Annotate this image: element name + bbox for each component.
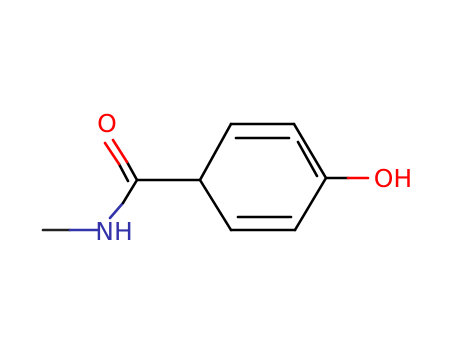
hydroxyl-label: OH [374, 164, 412, 193]
n-carbonyl-bond [108, 178, 139, 220]
amide-nitrogen-label: NH [95, 217, 133, 246]
carbonyl-oxygen-label: O [97, 109, 117, 138]
benzene-ring [198, 122, 328, 232]
carbonyl-double-bond [103, 138, 139, 183]
